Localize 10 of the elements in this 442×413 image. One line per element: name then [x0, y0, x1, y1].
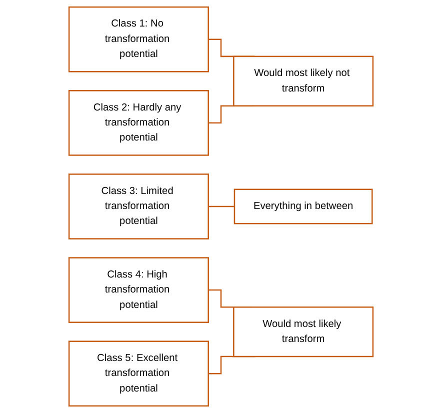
node-box — [233, 56, 374, 106]
node-box — [234, 188, 373, 224]
node-box — [233, 306, 374, 358]
node-box — [68, 6, 209, 72]
node-box — [68, 340, 209, 407]
node-box — [68, 90, 209, 156]
node-box — [68, 257, 209, 323]
flowchart-drawing: Class 1: No transformation potential Class 2: Hardly any transformation potential Would most likely not transform Class 3: Limited transformation potential Everything in between Class 4: High transformation potential Class 5: Excellent transformation potential Would most likely transform — [64, 2, 378, 411]
node-box — [68, 174, 209, 240]
connector — [208, 206, 234, 208]
